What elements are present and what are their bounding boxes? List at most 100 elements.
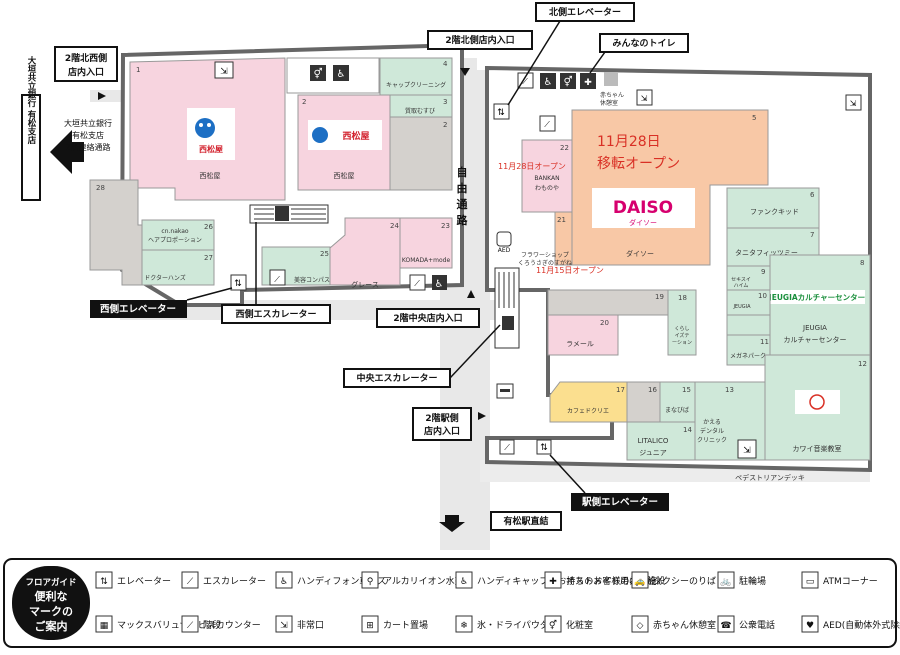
bank-vertical-callout: [21, 94, 41, 201]
store-22[interactable]: 22 BANKAN わものや: [521, 139, 573, 213]
store-3[interactable]: 3 質取むすび: [389, 94, 453, 118]
store-23[interactable]: 23 KOMADA+mode: [399, 217, 453, 269]
daiso-logo-sub: ダイソー: [629, 218, 657, 227]
store-11[interactable]: 11 メガネパーク: [726, 334, 771, 366]
legend-title-line2: 便利な: [35, 589, 68, 603]
store-18-number: 18: [678, 294, 687, 302]
daiso-logo-text: DAISO: [613, 198, 673, 218]
store-4-name: キャップクリーニング: [386, 81, 446, 89]
svg-text:⇅: ⇅: [234, 279, 242, 289]
legend-item: ❄氷・ドライパウダー: [455, 615, 558, 633]
station-entrance-arrow-icon: [478, 412, 486, 420]
store-2-name: 西松屋: [334, 171, 355, 180]
store-27-number: 27: [204, 254, 213, 262]
legend-item-label: 駐輪場: [739, 575, 766, 587]
store-5-daiso[interactable]: 5 11月28日 移転オープン DAISO ダイソー ダイソー: [571, 109, 769, 266]
station-elevator-label: 駅側エレベーター: [582, 496, 658, 508]
bank-line2: 有松支店: [72, 130, 104, 140]
jeugia-line2: カルチャーセンター: [784, 335, 847, 344]
legend-item-label: タクシーのりば: [653, 576, 716, 587]
flower-line2: くろうさぎのすがね: [518, 259, 572, 267]
legend-title-line3: マークの: [29, 605, 73, 618]
center-escalator-label: 中央エスカレーター: [356, 372, 437, 384]
store-20[interactable]: 20 ラメール: [547, 314, 619, 356]
nw-entrance-arrow-icon: [98, 92, 106, 100]
station-entrance-line1: 2階駅側: [425, 412, 458, 424]
legend-item-label: アルカリイオン水売場: [383, 575, 473, 587]
north-entrance-label: 2階北側店内入口: [445, 34, 514, 46]
store-1[interactable]: 1 西松屋 西松屋: [129, 57, 286, 201]
store-9[interactable]: 9 セキスイ ハイム: [726, 265, 771, 291]
elevator-icon: [95, 571, 113, 589]
ostomate-icon: [580, 73, 596, 89]
emergency-exit-icon-glyph: ⇲: [280, 621, 288, 631]
store-20-number: 20: [600, 319, 609, 327]
svg-text:路: 路: [457, 213, 469, 227]
jeugia-line1: JEUGIA: [802, 324, 827, 332]
store-2[interactable]: 2 西松屋 西松屋: [297, 94, 391, 191]
store-12[interactable]: 12 カワイ音楽教室: [764, 354, 871, 461]
store-19[interactable]: 19: [547, 289, 669, 316]
bankan-line1: BANKAN: [534, 175, 559, 182]
aed-icon: [496, 231, 512, 247]
store-13-number: 13: [725, 386, 734, 394]
store-20-name: ラメール: [566, 340, 594, 348]
store-3-number: 3: [443, 98, 447, 106]
legend-item: ⟋エスカレーター: [181, 571, 266, 589]
legend-item: ⚲アルカリイオン水売場: [361, 571, 473, 589]
kaeru-line2: デンタル: [700, 427, 724, 435]
store-28[interactable]: 28: [89, 179, 143, 286]
legend: フロアガイド 便利な マークの ご案内 ⇅エレベーター⟋エスカレーター♿ハンディ…: [3, 558, 900, 648]
store-24-number: 24: [390, 222, 399, 230]
store-6-name: ファンクキッド: [750, 208, 799, 216]
store-14[interactable]: 14 LITALICO ジュニア: [626, 421, 696, 461]
jeugia-banner: [770, 290, 865, 304]
store-10[interactable]: 10 JEUGIA: [726, 289, 771, 316]
flower-event: 11月15日オープン: [536, 266, 604, 275]
svg-text:⟋: ⟋: [522, 77, 528, 86]
west-escalator-label: 西側エスカレーター: [235, 308, 316, 320]
cart-icon-glyph: ⊞: [366, 621, 374, 631]
store-27[interactable]: 27 ドクターハンズ: [141, 249, 215, 286]
store-26[interactable]: 26 cn.nakao ヘアプロポーション: [141, 219, 215, 251]
store-17[interactable]: 17 カフェドクリエ: [549, 381, 628, 423]
svg-text:⟋: ⟋: [414, 279, 420, 288]
station-entrance-callout: [412, 407, 472, 441]
daiso-logo: [592, 188, 695, 228]
stairs-icon-5: [499, 439, 515, 455]
wheelchair-icon: [455, 571, 473, 589]
store-6[interactable]: 6 ファンクキッド: [726, 187, 820, 229]
legend-item: ♿ハンディキャップをお持ちのお客様の為の施設: [455, 571, 665, 589]
legend-item-label: 公衆電話: [739, 619, 775, 631]
store-21[interactable]: 21: [554, 211, 573, 266]
store-16[interactable]: 16: [626, 381, 661, 423]
legend-item-label: 階段: [203, 619, 221, 631]
ice-icon-glyph: ❄: [460, 621, 468, 631]
stairs-icon-2: [409, 274, 426, 291]
store-25-number: 25: [320, 250, 329, 258]
taxi-icon-glyph: 🚕: [634, 577, 645, 587]
svg-text:⇲: ⇲: [220, 67, 228, 77]
svg-text:⇅: ⇅: [540, 443, 548, 453]
center-entrance-callout: [376, 308, 480, 328]
nw-entrance-callout: [54, 46, 118, 82]
store-4[interactable]: 4 キャップクリーニング: [379, 57, 453, 96]
escalator-icon-glyph: ⟋: [187, 577, 194, 587]
store-18[interactable]: 18 くらし イズテ ーション: [667, 289, 697, 356]
store-1-name: 西松屋: [200, 171, 221, 180]
bicycle-icon-glyph: 🚲: [720, 577, 731, 587]
emergency-exit-icon-3: [845, 94, 862, 111]
legend-item: ⚥化粧室: [544, 615, 593, 633]
nw-entrance-line1: 2階北西側: [65, 52, 107, 64]
baby-room-icon: [631, 615, 649, 633]
wheelchair-icon-3: [540, 73, 556, 89]
restroom-label: みんなのトイレ: [612, 38, 675, 49]
bank-vertical-label: 大垣共立銀行 有松支店: [26, 55, 37, 144]
sekisui-line2: ハイム: [734, 283, 749, 289]
bicycle-icon: [717, 571, 735, 589]
handyphone-wheelchair-icon-glyph: ♿: [280, 577, 288, 587]
legend-item: ⊞カート置場: [361, 615, 428, 633]
store-15[interactable]: 15 まなびば: [659, 381, 696, 423]
litalico-line2: ジュニア: [639, 449, 667, 457]
